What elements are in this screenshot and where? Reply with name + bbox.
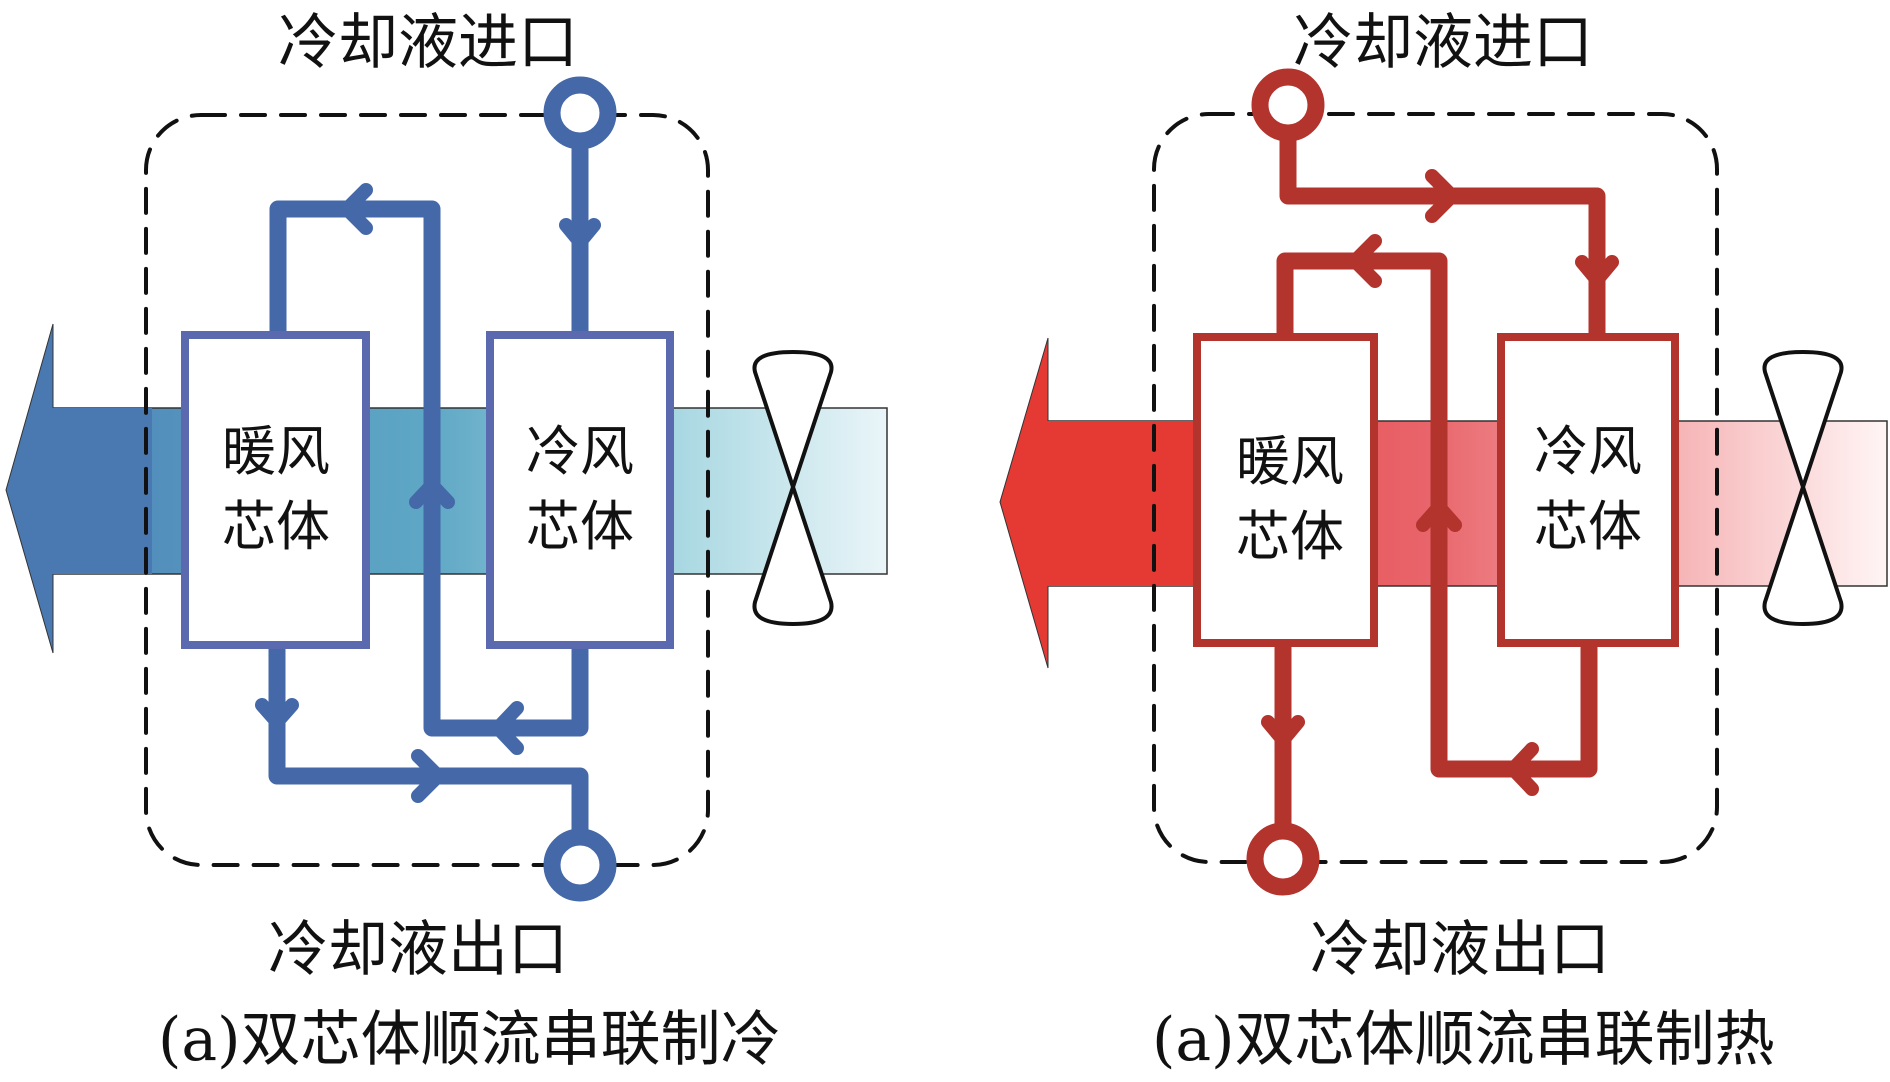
unit-enclosure-dashed	[1152, 112, 1719, 864]
cold-core-label-line2: 芯体	[1534, 495, 1642, 558]
fan-icon	[1762, 349, 1844, 627]
inlet-label: 冷却液进口	[1293, 8, 1593, 78]
flow-arrow-left-return	[491, 701, 524, 755]
panel-caption: (a)双芯体顺流串联制热	[1152, 1005, 1775, 1075]
panel-caption: (a)双芯体顺流串联制冷	[158, 1005, 781, 1075]
flow-arrow-down-warm	[1261, 715, 1305, 747]
flow-arrow-down-inlet	[559, 218, 601, 249]
cold-core-label-line2: 芯体	[526, 495, 634, 558]
air-arrow-shaft	[1046, 421, 1196, 586]
flow-arrow-left-top	[340, 183, 373, 235]
air-arrow-head	[5, 323, 54, 654]
warm-core-label-line2: 芯体	[1236, 505, 1344, 568]
coolant-outlet-port	[543, 828, 617, 902]
warm-core-label-line2: 芯体	[222, 495, 330, 558]
air-flow-arrow	[999, 337, 1888, 669]
coolant-pipes	[1261, 131, 1619, 834]
pipe-warm-core-top-loop	[269, 200, 589, 737]
air-arrow-head	[999, 337, 1049, 669]
warm-core-label-line1: 暖风	[1236, 430, 1344, 493]
cold-core-label-line1: 冷风	[526, 420, 634, 483]
flow-arrow-right-top	[1425, 169, 1459, 223]
cold-core-box	[486, 331, 674, 649]
coolant-inlet-port	[543, 76, 617, 150]
air-arrow-shaft	[52, 408, 152, 574]
coolant-inlet-port	[1251, 68, 1325, 142]
unit-enclosure-dashed	[144, 113, 710, 867]
cold-core-box	[1497, 333, 1679, 647]
warm-core-box	[181, 331, 370, 649]
air-band	[51, 407, 888, 575]
warm-core-box	[1193, 333, 1378, 647]
cold-core-label-line1: 冷风	[1534, 420, 1642, 483]
panel-heating: 暖风 芯体 冷风 芯体 冷却液进口 冷却液出口 (a)双芯体顺流串联制热	[999, 8, 1888, 1075]
panel-cooling: 暖风 芯体 冷风 芯体 冷却液进口 冷却液出口 (a)双芯体顺流串联制冷	[5, 8, 888, 1075]
flow-arrow-up-middle	[409, 478, 455, 509]
flow-arrow-left-loop	[1348, 234, 1382, 288]
outlet-label: 冷却液出口	[1310, 915, 1610, 985]
fan-icon	[752, 349, 834, 627]
flow-arrow-down-warm	[255, 698, 299, 729]
warm-core-label-line1: 暖风	[222, 420, 330, 483]
flow-arrow-left-return	[1506, 742, 1539, 796]
coolant-outlet-port	[1246, 822, 1320, 896]
coolant-pipes	[255, 141, 601, 839]
flow-arrow-down-cold	[1575, 255, 1619, 287]
inlet-label: 冷却液进口	[278, 8, 578, 78]
flow-arrow-up-middle	[1416, 500, 1462, 532]
outlet-label: 冷却液出口	[268, 915, 568, 985]
flow-arrow-right-bottom	[411, 749, 445, 803]
